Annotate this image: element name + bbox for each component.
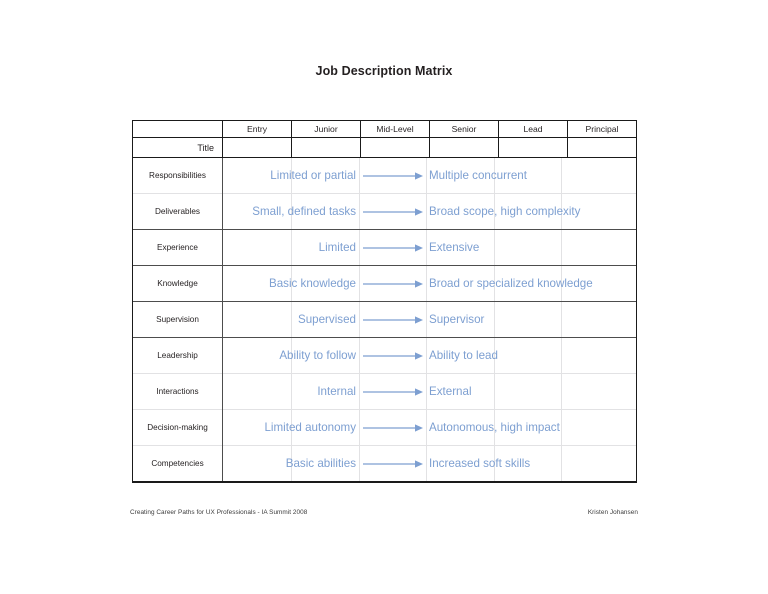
right-arrow-icon	[363, 351, 423, 361]
matrix-row-deliverables: Deliverables Small, defined tasks Broad sc…	[132, 193, 637, 230]
row-content-supervision: Supervised Supervisor	[222, 301, 637, 338]
senior-value-competencies: Increased soft skills	[429, 457, 531, 470]
row-label-knowledge: Knowledge	[132, 265, 223, 302]
title-cell-mid-level[interactable]	[360, 137, 430, 158]
row-content-deliverables: Small, defined tasks Broad scope, high co…	[222, 193, 637, 230]
level-header-junior: Junior	[291, 120, 361, 138]
row-content-interactions: Internal External	[222, 373, 637, 410]
level-header-principal: Principal	[567, 120, 637, 138]
footer-left-text: Creating Career Paths for UX Professiona…	[130, 509, 308, 516]
level-header-mid-level: Mid-Level	[360, 120, 430, 138]
right-arrow-icon	[363, 387, 423, 397]
row-content-responsibilities: Limited or partial Multiple concurrent	[222, 157, 637, 194]
matrix-row-title: Title	[132, 137, 637, 158]
row-content-experience: Limited Extensive	[222, 229, 637, 266]
junior-value-knowledge: Basic knowledge	[268, 277, 356, 290]
junior-value-interactions: Internal	[317, 385, 356, 398]
level-header-lead: Lead	[498, 120, 568, 138]
senior-value-deliverables: Broad scope, high complexity	[429, 205, 581, 218]
row-content-knowledge: Basic knowledge Broad or specialized know…	[222, 265, 637, 302]
matrix-row-interactions: Interactions Internal External	[132, 373, 637, 410]
matrix-row-supervision: Supervision Supervised Supervisor	[132, 301, 637, 338]
senior-value-supervision: Supervisor	[429, 313, 485, 326]
junior-value-supervision: Supervised	[297, 313, 356, 326]
row-content-leadership: Ability to follow Ability to lead	[222, 337, 637, 374]
title-cell-senior[interactable]	[429, 137, 499, 158]
right-arrow-icon	[363, 315, 423, 325]
junior-value-leadership: Ability to follow	[279, 349, 356, 362]
matrix-row-knowledge: Knowledge Basic knowledge Broad or special…	[132, 265, 637, 302]
junior-value-responsibilities: Limited or partial	[270, 169, 356, 182]
right-arrow-icon	[363, 207, 423, 217]
junior-value-deliverables: Small, defined tasks	[252, 205, 356, 218]
matrix-row-decision-making: Decision-making Limited autonomy Autonomou…	[132, 409, 637, 446]
matrix-row-experience: Experience Limited Extensive	[132, 229, 637, 266]
senior-value-responsibilities: Multiple concurrent	[429, 169, 527, 182]
junior-value-competencies: Basic abilities	[285, 457, 356, 470]
footer: Creating Career Paths for UX Professiona…	[130, 509, 638, 516]
title-cell-junior[interactable]	[291, 137, 361, 158]
level-header-senior: Senior	[429, 120, 499, 138]
junior-value-experience: Limited	[318, 241, 356, 254]
junior-value-decision-making: Limited autonomy	[264, 421, 356, 434]
senior-value-interactions: External	[429, 385, 472, 398]
right-arrow-icon	[363, 279, 423, 289]
row-label-supervision: Supervision	[132, 301, 223, 338]
title-cell-lead[interactable]	[498, 137, 568, 158]
footer-right-text: Kristen Johansen	[587, 509, 638, 516]
matrix-row-responsibilities: Responsibilities Limited or partial Multip…	[132, 157, 637, 194]
row-label-leadership: Leadership	[132, 337, 223, 374]
title-cell-entry[interactable]	[222, 137, 292, 158]
right-arrow-icon	[363, 171, 423, 181]
matrix-row-competencies: Competencies Basic abilities Increased sof…	[132, 445, 637, 483]
right-arrow-icon	[363, 243, 423, 253]
row-label-experience: Experience	[132, 229, 223, 266]
row-label-title: Title	[132, 137, 223, 158]
row-content-competencies: Basic abilities Increased soft skills	[222, 445, 637, 483]
title-cell-principal[interactable]	[567, 137, 637, 158]
page-title: Job Description Matrix	[315, 64, 453, 78]
row-label-competencies: Competencies	[132, 445, 223, 483]
senior-value-knowledge: Broad or specialized knowledge	[429, 277, 593, 290]
row-label-responsibilities: Responsibilities	[132, 157, 223, 194]
row-content-decision-making: Limited autonomy Autonomous, high impact	[222, 409, 637, 446]
row-label-deliverables: Deliverables	[132, 193, 223, 230]
senior-value-leadership: Ability to lead	[429, 349, 498, 362]
senior-value-decision-making: Autonomous, high impact	[429, 421, 560, 434]
row-label-interactions: Interactions	[132, 373, 223, 410]
matrix-corner-cell	[132, 120, 223, 138]
level-header-entry: Entry	[222, 120, 292, 138]
right-arrow-icon	[363, 459, 423, 469]
row-label-decision-making: Decision-making	[132, 409, 223, 446]
matrix-row-leadership: Leadership Ability to follow Ability to le…	[132, 337, 637, 374]
right-arrow-icon	[363, 423, 423, 433]
senior-value-experience: Extensive	[429, 241, 480, 254]
